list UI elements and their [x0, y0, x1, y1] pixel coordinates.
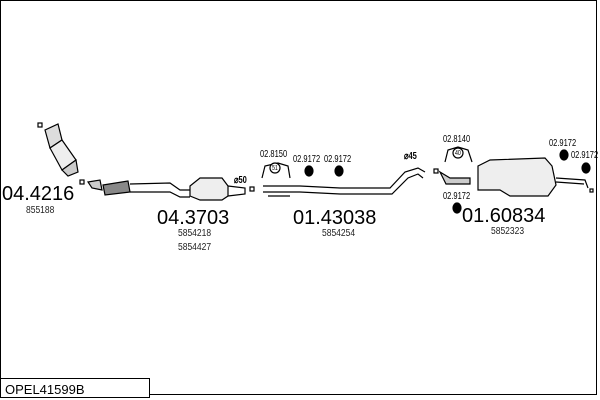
- accessory-label: 02.9172: [324, 154, 352, 165]
- accessory-label: 02.9172: [549, 138, 577, 149]
- diameter-label: ⌀50: [234, 175, 247, 186]
- oe-reference: 5854218: [178, 228, 212, 239]
- oe-reference: 5854254: [322, 228, 356, 239]
- diagram-title: OPEL41599B: [0, 378, 150, 398]
- manifold-catalyst: [37, 122, 85, 185]
- part-number: 04.3703: [157, 207, 230, 229]
- hangers: [304, 149, 591, 214]
- accessory-label: 02.9172: [571, 150, 599, 161]
- oe-reference: 855188: [26, 205, 55, 216]
- part-number: 01.43038: [293, 207, 377, 229]
- bracket-tag: 51: [272, 165, 278, 172]
- accessory-label: 02.9172: [293, 154, 321, 165]
- bracket-tag: 40: [455, 150, 461, 157]
- rear-muffler: [438, 157, 594, 197]
- diameter-label: ⌀45: [404, 151, 417, 162]
- front-pipe-catalyst: [86, 177, 255, 201]
- oe-reference: 5852323: [491, 226, 525, 237]
- part-number: 01.60834: [462, 205, 546, 227]
- part-number: 04.4216: [2, 183, 75, 205]
- accessory-label: 02.9172: [443, 191, 471, 202]
- brackets: [261, 146, 473, 179]
- oe-reference: 5854427: [178, 242, 212, 253]
- middle-pipe: [263, 167, 439, 197]
- accessory-label: 02.8150: [260, 149, 288, 160]
- accessory-label: 02.8140: [443, 134, 471, 145]
